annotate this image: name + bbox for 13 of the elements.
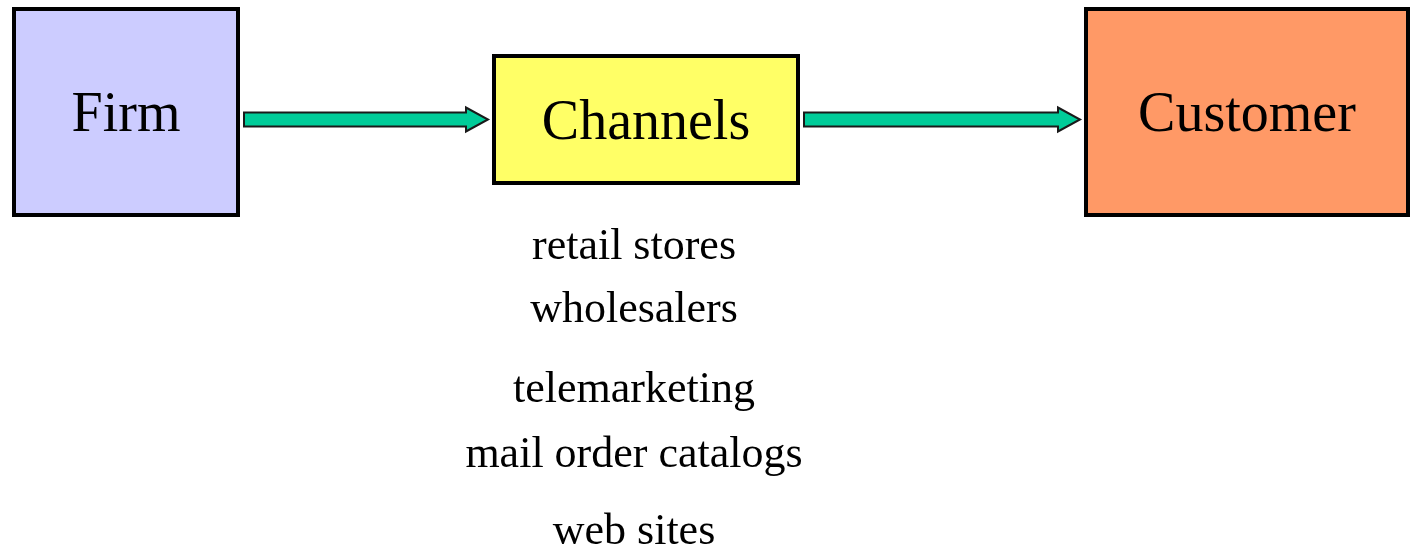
box-label: Customer [1138,84,1356,140]
list-item: web sites [552,508,716,552]
process-box [1084,7,1410,217]
process-box [492,54,800,185]
list-item: mail order catalogs [465,431,803,475]
list-item: wholesalers [530,286,738,330]
process-box [12,7,240,217]
box-label: Firm [71,84,181,140]
list-item: telemarketing [513,366,755,410]
box-label: Channels [541,91,751,148]
block-arrow [243,105,491,134]
list-item: retail stores [532,223,736,267]
block-arrow [803,105,1083,134]
